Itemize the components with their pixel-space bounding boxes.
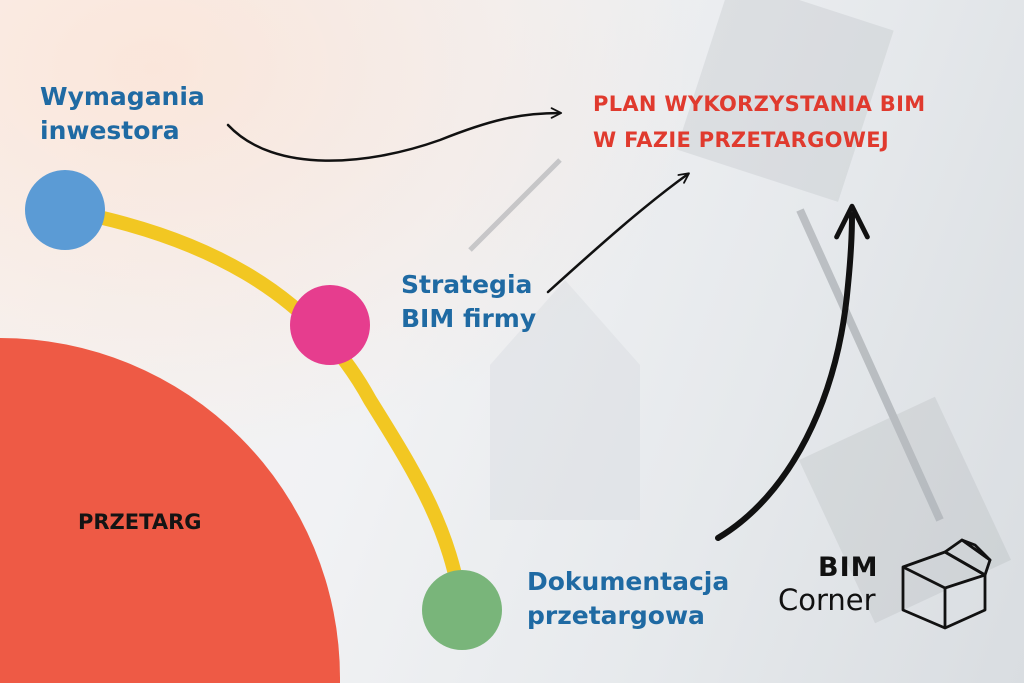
logo-bim-text: BIM — [818, 552, 879, 583]
przetarg-quarter-shape — [0, 338, 340, 683]
node-strategia-label: Strategia BIM firmy — [401, 270, 537, 333]
node-dokumentacja-label: Dokumentacja przetargowa — [527, 567, 730, 630]
compass-shape — [468, 158, 562, 252]
przetarg-label: PRZETARG — [78, 510, 202, 534]
node-strategia-circle — [290, 285, 370, 365]
arrow-from-dokumentacja — [715, 203, 870, 541]
open-box-icon — [901, 538, 992, 630]
pencil-shape — [796, 208, 944, 522]
node-wymagania-circle — [25, 170, 105, 250]
background-sketch — [468, 0, 1012, 624]
arrow-from-wymagania — [226, 107, 563, 162]
arrow-from-strategia — [546, 172, 690, 294]
wood-block-shape — [676, 0, 894, 202]
node-dokumentacja-circle — [422, 570, 502, 650]
timeline-arc — [58, 203, 469, 617]
logo-corner-text: Corner — [778, 583, 876, 617]
node-wymagania-label: Wymagania inwestora — [40, 82, 205, 145]
house-shape — [490, 280, 640, 520]
wood-block-shape — [798, 396, 1012, 624]
diagram-title: PLAN WYKORZYSTANIA BIM W FAZIE PRZETARGO… — [593, 92, 926, 152]
